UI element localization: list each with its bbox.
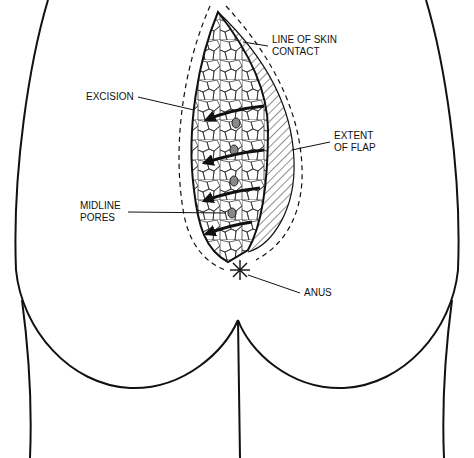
flap-extent-label: EXTENT OF FLAP [334,130,386,154]
excision-label: EXCISION [86,91,146,103]
skin-contact-label: LINE OF SKIN CONTACT [272,34,350,58]
anus-label: ANUS [304,287,344,299]
pores-label: MIDLINE PORES [80,200,128,224]
